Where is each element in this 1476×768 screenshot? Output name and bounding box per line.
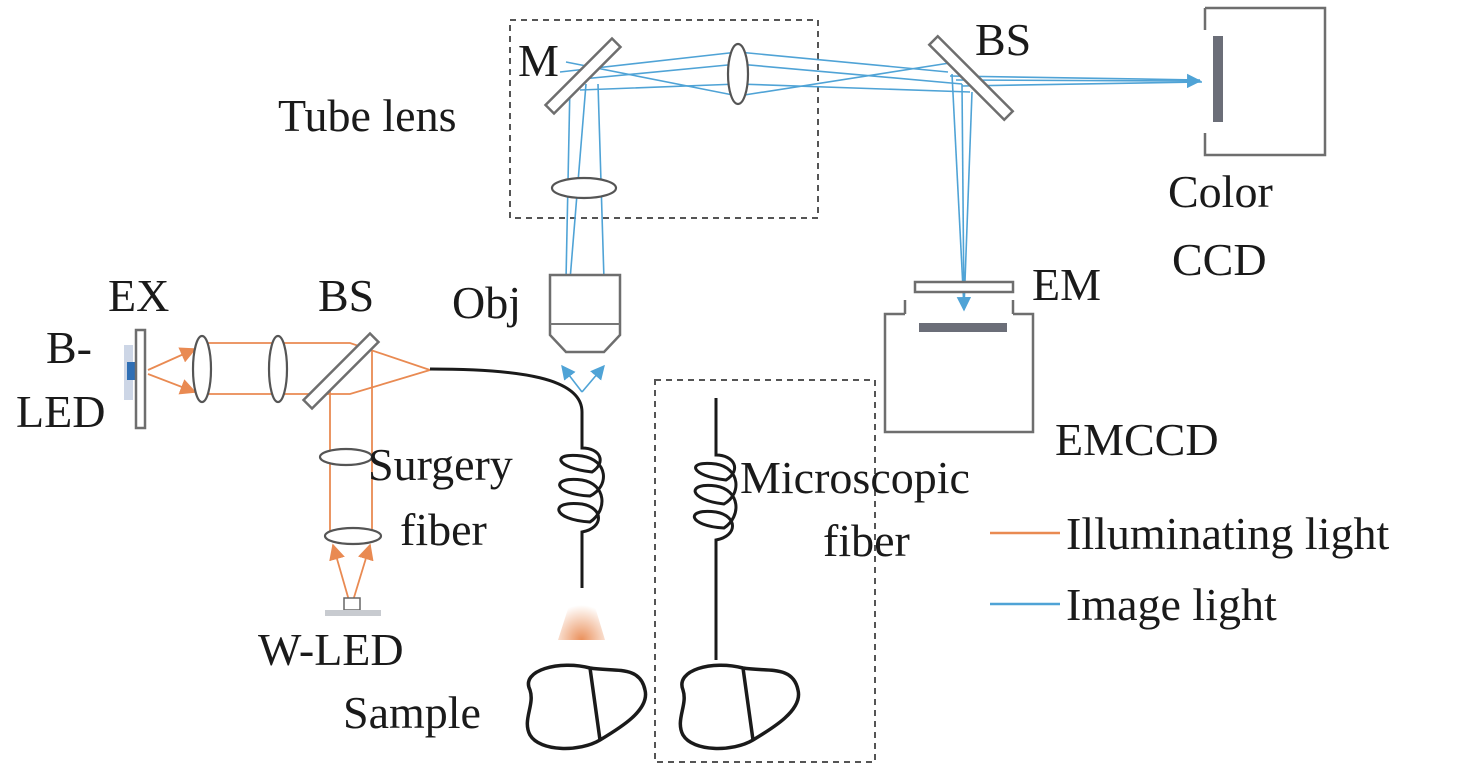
image-light-rays [559,51,1203,393]
label-surgery-fiber-2: fiber [400,504,487,555]
color-ccd-housing [1203,6,1327,157]
em-filter [913,280,1015,294]
illuminating-light-rays [147,342,431,605]
beam-splitter-left [301,331,381,411]
legend: Illuminating light Image light [990,508,1389,630]
label-bs-top: BS [975,14,1031,65]
microscopic-fiber [693,398,738,660]
microscopic-fiber-box [654,379,876,763]
labels: Tube lens M BS Color CCD EM EMCCD EX BS … [16,14,1273,738]
ex-filter [134,328,147,430]
sample-left [525,663,648,751]
label-b-led-2: LED [16,386,105,437]
label-mirror-m: M [518,35,559,86]
w-led-base [325,610,381,616]
label-color-ccd-1: Color [1168,166,1273,217]
label-bs-left: BS [318,270,374,321]
emccd-housing [883,312,1035,434]
label-w-led: W-LED [258,624,404,675]
surgery-fiber [429,367,605,588]
w-led-icon [343,597,361,611]
lens-w2 [323,526,383,546]
label-tube-lens: Tube lens [278,90,457,141]
tube-lens [726,42,750,106]
lens-1 [191,334,213,404]
tube-lens-box [509,19,819,219]
label-obj: Obj [452,277,521,328]
label-b-led-1: B- [46,322,92,373]
label-color-ccd-2: CCD [1172,234,1267,285]
label-emccd: EMCCD [1055,414,1219,465]
label-ex: EX [108,270,169,321]
label-microscopic-fiber-2: fiber [823,515,910,566]
label-sample: Sample [343,687,481,738]
color-ccd-sensor [1213,36,1223,122]
lens-2 [267,334,289,404]
label-surgery-fiber-1: Surgery [368,439,513,490]
b-led-icon [127,362,135,380]
objective [548,273,622,354]
beam-splitter-top [927,34,1015,122]
label-em: EM [1032,259,1101,310]
legend-illuminating-label: Illuminating light [1066,508,1389,559]
lens-w1 [318,447,374,467]
emccd-sensor [919,323,1007,332]
legend-image-label: Image light [1066,579,1277,630]
sample-right [678,663,801,751]
lens-objective-relay [550,176,618,200]
fiber-glow [558,590,605,640]
mirror-m [543,36,623,116]
label-microscopic-fiber-1: Microscopic [740,452,970,503]
